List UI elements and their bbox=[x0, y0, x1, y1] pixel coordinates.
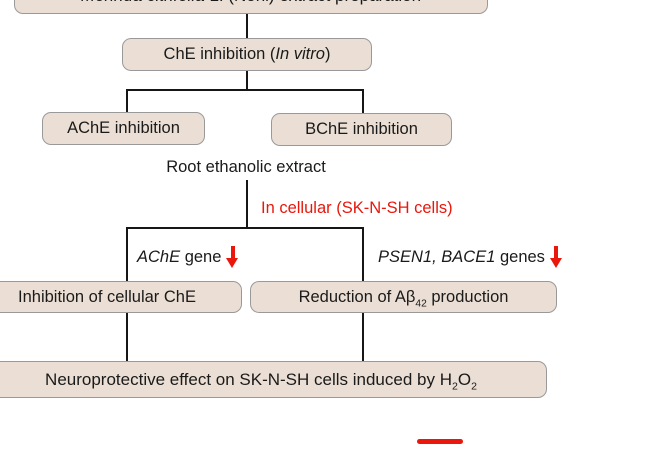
psen-bace-italic: PSEN1, BACE1 bbox=[378, 248, 496, 266]
node-inhibition-cellular-che: Inhibition of cellular ChE bbox=[0, 281, 242, 313]
arrow-shaft bbox=[230, 246, 235, 259]
connector-reduction-to-neuro bbox=[362, 313, 364, 362]
node-neuroprotective-effect: Neuroprotective effect on SK-N-SH cells … bbox=[0, 361, 547, 398]
node-ache-inhibition-label: AChE inhibition bbox=[67, 119, 180, 137]
label-psen-bace-genes: PSEN1, BACE1 genes bbox=[378, 245, 563, 269]
ache-gene-italic: AChE bbox=[137, 248, 181, 266]
red-mark bbox=[417, 439, 463, 444]
reduction-subscript: 42 bbox=[415, 297, 427, 309]
connector-branch2-left bbox=[126, 227, 128, 282]
connector-che-stem bbox=[246, 70, 248, 91]
che-label-suffix: ) bbox=[324, 45, 331, 63]
label-ache-gene: AChE gene bbox=[137, 245, 239, 269]
psen-bace-rest: genes bbox=[495, 248, 545, 266]
label-root-ethanolic-extract: Root ethanolic extract bbox=[146, 158, 346, 177]
down-arrow-icon bbox=[549, 245, 563, 269]
connector-root-stem bbox=[246, 180, 248, 229]
arrow-shaft bbox=[554, 246, 559, 259]
neuro-mid: O bbox=[457, 369, 472, 389]
title-rest-text: L. (Noni) extract preparation bbox=[205, 0, 421, 5]
che-label-in-vitro: In vitro bbox=[275, 45, 325, 63]
neuro-sub-1: 2 bbox=[451, 379, 458, 392]
down-arrow-icon bbox=[226, 245, 239, 269]
node-neuroprotective-effect-label: Neuroprotective effect on SK-N-SH cells … bbox=[45, 369, 477, 392]
neuro-prefix: Neuroprotective effect on SK-N-SH cells … bbox=[45, 369, 452, 389]
connector-title-to-che bbox=[246, 13, 248, 39]
title-species-name: Morinda citrifolia bbox=[81, 0, 205, 5]
connector-branch1-horizontal bbox=[126, 89, 364, 91]
neuro-sub-2: 2 bbox=[471, 379, 477, 392]
arrow-head bbox=[226, 258, 239, 268]
node-extract-preparation-label: Morinda citrifolia L. (Noni) extract pre… bbox=[81, 0, 421, 6]
node-che-inhibition-label: ChE inhibition (In vitro) bbox=[164, 45, 331, 64]
node-bche-inhibition: BChE inhibition bbox=[271, 113, 452, 146]
che-label-prefix: ChE inhibition ( bbox=[163, 45, 276, 63]
connector-branch1-left bbox=[126, 89, 128, 113]
arrow-head bbox=[549, 258, 562, 268]
node-ache-inhibition: AChE inhibition bbox=[42, 112, 205, 145]
label-in-cellular: In cellular (SK-N-SH cells) bbox=[261, 199, 453, 218]
connector-branch2-horizontal bbox=[126, 227, 364, 229]
ache-gene-rest: gene bbox=[180, 248, 222, 266]
node-che-inhibition: ChE inhibition (In vitro) bbox=[122, 38, 372, 71]
node-bche-inhibition-label: BChE inhibition bbox=[305, 120, 418, 138]
node-reduction-abeta-label: Reduction of Aβ42 production bbox=[298, 287, 509, 309]
in-cellular-text: In cellular (SK-N-SH cells) bbox=[261, 199, 453, 217]
connector-branch1-right bbox=[362, 89, 364, 114]
node-reduction-abeta: Reduction of Aβ42 production bbox=[250, 281, 557, 313]
connector-branch2-right bbox=[362, 227, 364, 282]
connector-inhibition-to-neuro bbox=[126, 313, 128, 362]
root-extract-text: Root ethanolic extract bbox=[166, 158, 326, 176]
node-inhibition-cellular-che-label: Inhibition of cellular ChE bbox=[18, 287, 196, 306]
node-extract-preparation: Morinda citrifolia L. (Noni) extract pre… bbox=[14, 0, 488, 14]
reduction-suffix: production bbox=[426, 287, 509, 306]
reduction-prefix: Reduction of Aβ bbox=[298, 287, 416, 306]
